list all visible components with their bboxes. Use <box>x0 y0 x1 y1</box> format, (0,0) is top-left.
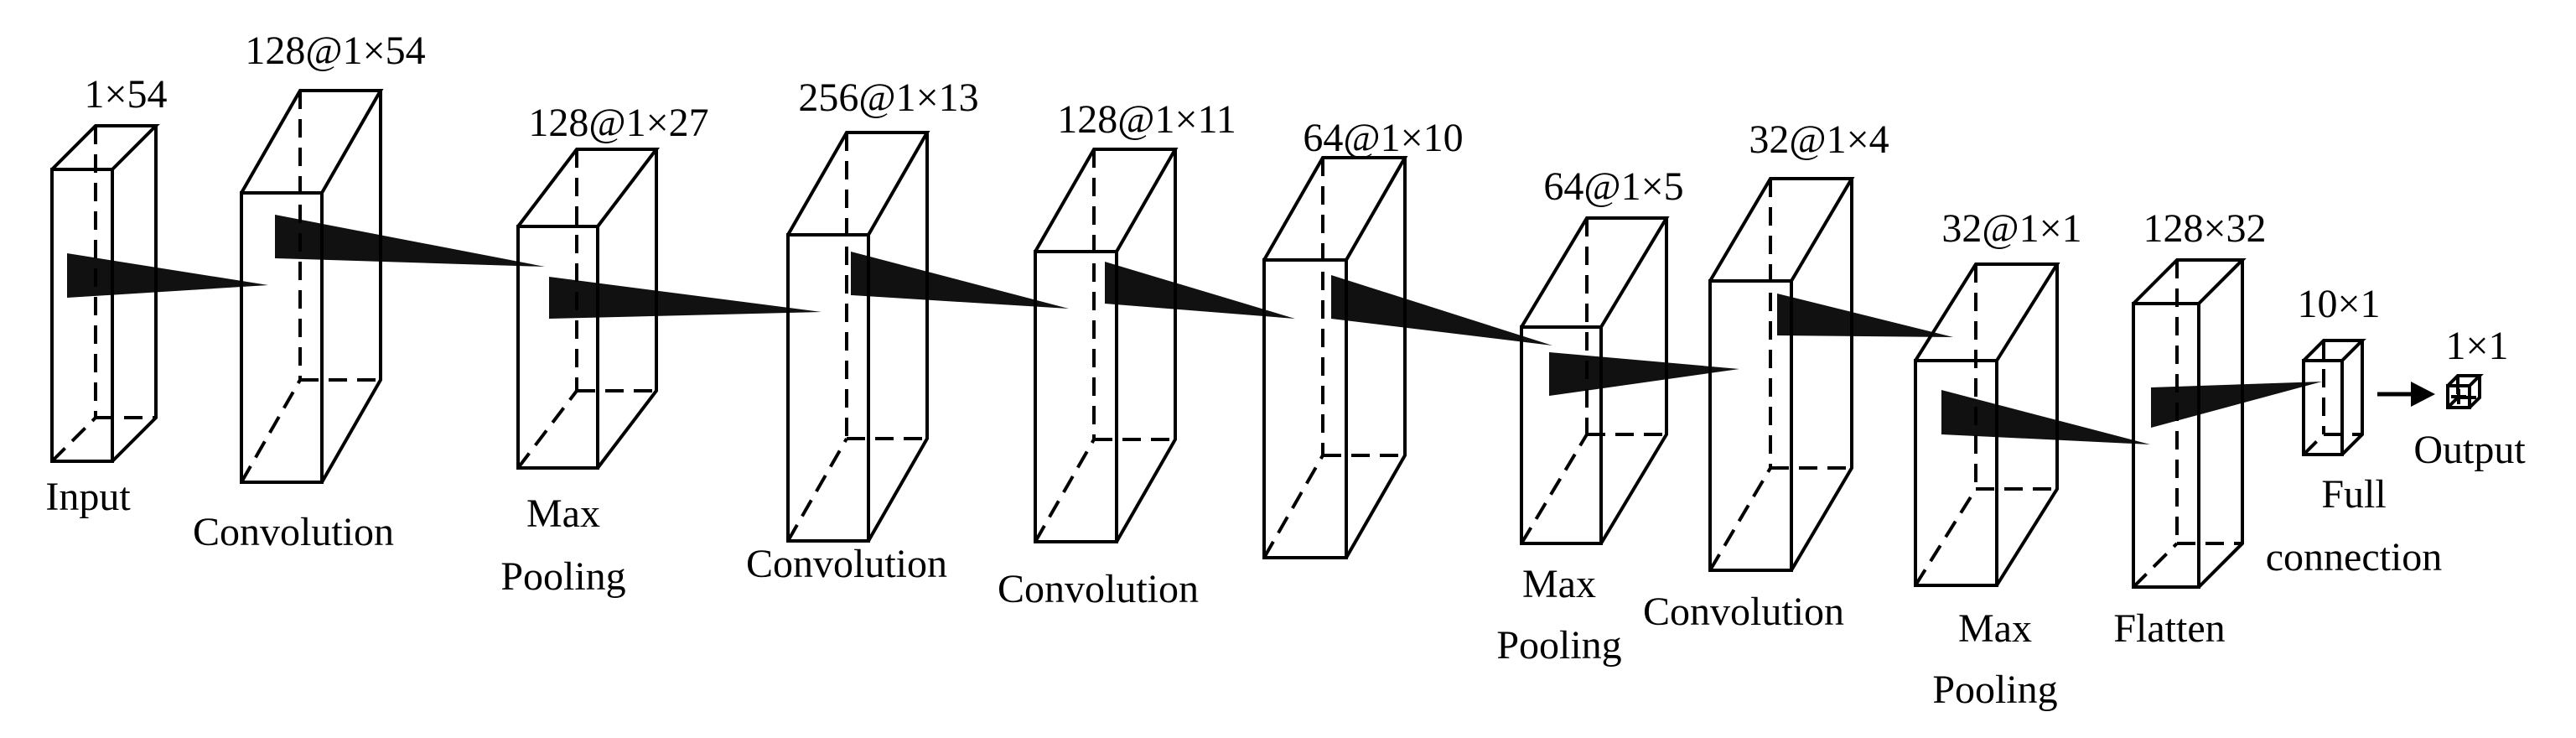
layer-dims-label: 128@1×54 <box>245 29 425 73</box>
layer-dims-label: 128@1×27 <box>528 101 708 145</box>
layer-type-label: Full <box>2321 472 2386 517</box>
layer-type-label: Pooling <box>1932 668 2057 712</box>
layer-dims-label: 1×54 <box>84 72 167 117</box>
layer-box <box>2446 374 2484 409</box>
layer-dims-label: 64@1×10 <box>1303 116 1463 160</box>
layer-type-label: Pooling <box>500 554 625 599</box>
layer-box <box>786 131 930 543</box>
output-arrow <box>2377 382 2435 407</box>
layer-dims-label: 32@1×1 <box>1941 206 2081 251</box>
layer-type-label: Flatten <box>2113 606 2225 651</box>
connection-cone <box>1105 262 1295 319</box>
connection-cone <box>1941 390 2150 444</box>
layer-type-label: connection <box>2266 535 2443 579</box>
layer-dims-label: 256@1×13 <box>798 75 978 120</box>
connection-cone <box>1331 275 1552 346</box>
layer-box <box>1262 156 1408 559</box>
layer-box <box>50 124 160 463</box>
layer-type-label: Convolution <box>998 567 1199 611</box>
connection-cone <box>1549 352 1739 396</box>
layer-dims-label: 1×1 <box>2445 324 2508 368</box>
layer-dims-label: 10×1 <box>2297 282 2380 326</box>
layer-box <box>240 89 384 484</box>
layer-dims-label: 32@1×4 <box>1749 117 1889 162</box>
layer-box <box>2132 258 2247 589</box>
connection-cone <box>851 252 1069 309</box>
layer-box <box>516 148 661 470</box>
layer-dims-label: 128×32 <box>2143 206 2266 251</box>
layer-type-label: Input <box>45 475 131 519</box>
layer-dims-label: 128@1×11 <box>1057 97 1236 142</box>
layer-type-label: Convolution <box>746 542 947 586</box>
layer-type-label: Convolution <box>1643 590 1844 634</box>
layer-dims-label: 64@1×5 <box>1543 164 1683 209</box>
layer-box <box>2302 339 2366 456</box>
connection-cone <box>549 277 822 319</box>
connection-cone <box>1777 294 1953 337</box>
connection-cone <box>275 215 545 267</box>
layer-box <box>1708 177 1855 572</box>
connection-cone <box>67 253 268 298</box>
layer-type-label: Convolution <box>193 510 394 554</box>
layer-type-label: Output <box>2413 428 2526 472</box>
layer-type-label: Max <box>526 491 600 536</box>
connection-cone <box>2151 382 2322 428</box>
layer-box <box>1914 262 2060 587</box>
layer-box <box>1520 216 1670 545</box>
layer-type-label: Pooling <box>1496 623 1621 668</box>
layer-type-label: Max <box>1958 606 2032 651</box>
layer-box <box>1034 148 1179 543</box>
layer-type-label: Max <box>1522 562 1596 606</box>
